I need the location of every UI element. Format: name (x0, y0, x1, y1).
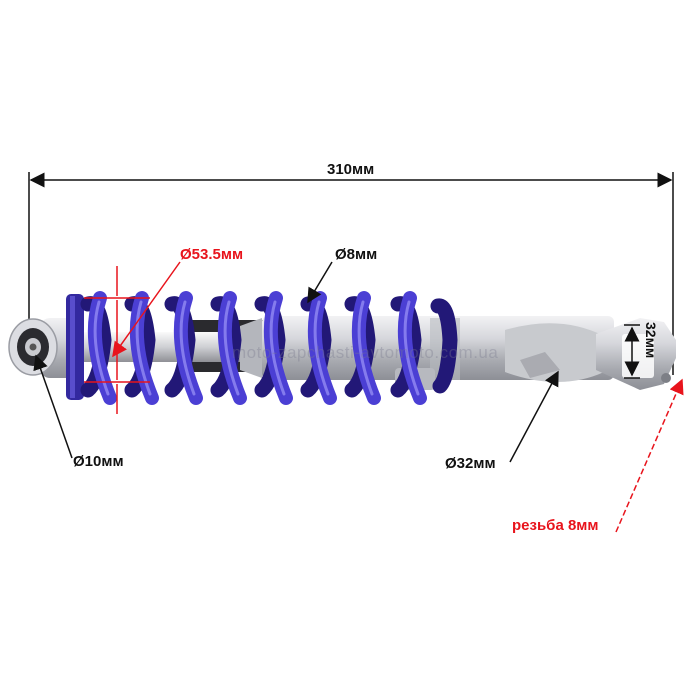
wire-diameter-leader (307, 261, 333, 304)
spring-retainer-top (66, 294, 84, 400)
spring-diameter-label: Ø53.5мм (180, 246, 244, 263)
fork-width-dimension (624, 324, 640, 379)
eye-diameter-label: Ø10мм (73, 453, 124, 470)
watermark: moto-zapchasti-avtomoto.com.ua (232, 343, 499, 362)
fork-width-label: 32мм (643, 322, 659, 359)
body-diameter-leader (509, 370, 559, 463)
thread-leader (615, 378, 684, 533)
overall-length-label: 310мм (327, 161, 375, 178)
eye-diameter-leader (33, 354, 73, 459)
spring-coils (80, 291, 458, 405)
wire-diameter-label: Ø8мм (335, 246, 378, 263)
thread-label: резьба 8мм (512, 517, 599, 534)
spring-diameter-dimension (84, 261, 181, 414)
body-diameter-label: Ø32мм (445, 455, 496, 472)
